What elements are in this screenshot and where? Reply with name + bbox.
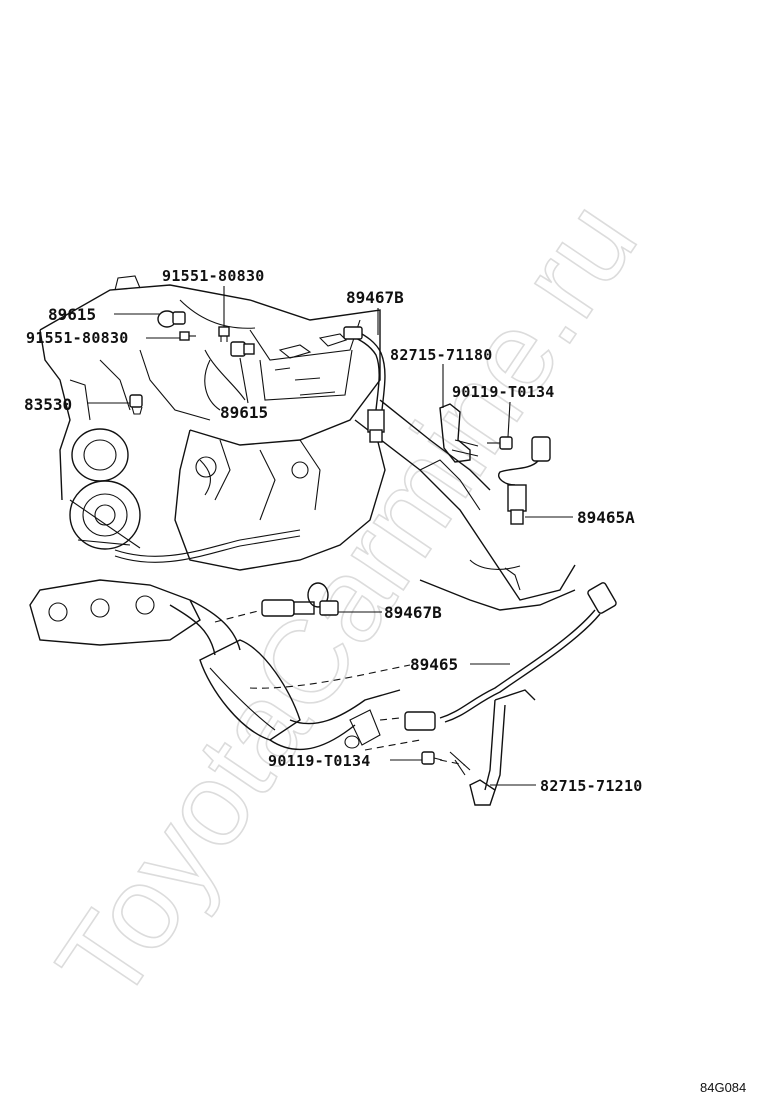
- sensor-89615-mid-icon: [230, 341, 255, 357]
- label-89467B-top[interactable]: 89467B: [346, 288, 404, 307]
- bolt-91551-top-icon: [218, 326, 230, 342]
- sensor-89467B-top-icon: [343, 326, 386, 443]
- figure-code: 84G084: [700, 1080, 746, 1095]
- switch-83530-icon: [129, 394, 143, 415]
- sensor-89465-icon: [404, 582, 617, 731]
- sensor-89615-left-icon: [157, 310, 186, 328]
- label-89467B-mid[interactable]: 89467B: [384, 603, 442, 622]
- sensor-89467B-mid-icon: [261, 582, 339, 617]
- bolt-90119-bottom-icon: [421, 751, 443, 765]
- label-91551-80830-left[interactable]: 91551-80830: [26, 329, 129, 347]
- sensor-89465A-icon: [498, 436, 551, 525]
- label-82715-71210[interactable]: 82715-71210: [540, 777, 643, 795]
- bracket-82715-71180-icon: [439, 403, 479, 463]
- label-83530[interactable]: 83530: [24, 395, 72, 414]
- parts: [129, 310, 617, 806]
- label-89465A[interactable]: 89465A: [577, 508, 635, 527]
- label-89615-mid[interactable]: 89615: [220, 403, 268, 422]
- label-89465[interactable]: 89465: [410, 655, 458, 674]
- bolt-91551-left-icon: [179, 331, 196, 341]
- part-labels: 91551-80830 89615 91551-80830 83530 8961…: [24, 267, 643, 795]
- label-90119-T0134-bottom[interactable]: 90119-T0134: [268, 752, 371, 770]
- engine-block: [39, 275, 386, 571]
- leader-lines: [87, 286, 573, 786]
- label-82715-71180[interactable]: 82715-71180: [390, 346, 493, 364]
- label-89615-left[interactable]: 89615: [48, 305, 96, 324]
- label-90119-T0134-top[interactable]: 90119-T0134: [452, 383, 555, 401]
- label-91551-80830-top[interactable]: 91551-80830: [162, 267, 265, 285]
- bolt-90119-top-icon: [487, 436, 513, 450]
